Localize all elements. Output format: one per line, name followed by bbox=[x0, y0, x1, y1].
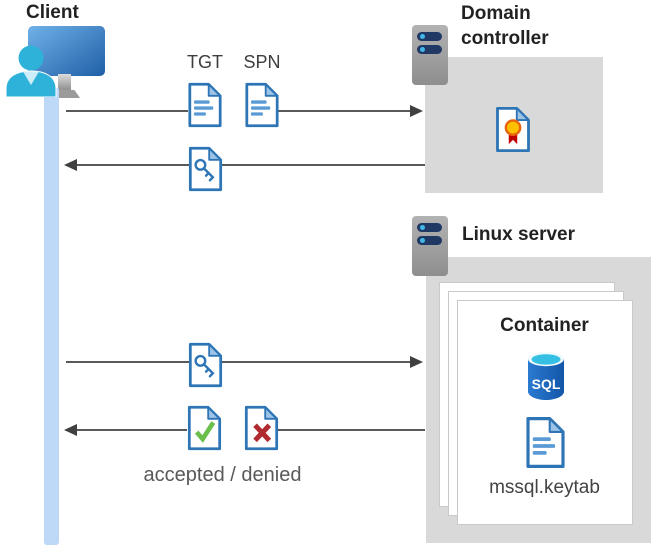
arrow-tgt-spn-line-left bbox=[66, 110, 188, 112]
arrow-tgt-spn-head bbox=[410, 105, 423, 117]
accepted-denied-label: accepted / denied bbox=[143, 464, 302, 486]
keytab-document-icon bbox=[524, 416, 567, 469]
tgt-document-icon bbox=[186, 82, 224, 128]
spn-document-icon bbox=[243, 82, 281, 128]
server-led bbox=[419, 225, 425, 230]
arrow-ticket-return-line bbox=[77, 164, 425, 166]
arrow-result-line-right bbox=[278, 429, 425, 431]
monitor-stand bbox=[58, 74, 71, 91]
tgt-label: TGT bbox=[187, 52, 223, 72]
server-led bbox=[419, 238, 425, 243]
client-timeline-bar bbox=[44, 88, 59, 545]
check-document-icon bbox=[186, 405, 223, 451]
monitor-stand-base bbox=[49, 90, 80, 98]
user-icon bbox=[5, 45, 57, 97]
linux-server-icon bbox=[412, 216, 448, 276]
arrow-result-line-left bbox=[77, 429, 187, 431]
arrow-ticket-send-line bbox=[66, 361, 410, 363]
domain-controller-server-icon bbox=[412, 25, 448, 85]
sql-database-icon: SQL bbox=[528, 351, 564, 400]
server-led bbox=[419, 34, 425, 39]
server-bar bbox=[417, 223, 442, 232]
spn-label: SPN bbox=[243, 52, 281, 72]
client-label: Client bbox=[26, 2, 79, 23]
keytab-label: mssql.keytab bbox=[489, 477, 600, 498]
domain-controller-label: Domain controller bbox=[461, 3, 549, 49]
key-document-icon bbox=[187, 146, 224, 192]
key-document-icon bbox=[187, 342, 224, 388]
server-led bbox=[419, 47, 425, 52]
server-bar bbox=[417, 236, 442, 245]
arrow-tgt-spn-line-right bbox=[277, 110, 410, 112]
server-bar bbox=[417, 45, 442, 54]
arrow-ticket-return-head bbox=[64, 159, 77, 171]
container-label: Container bbox=[500, 315, 589, 336]
container-card: Container SQL mssql.keytab bbox=[457, 300, 633, 525]
sql-badge-text: SQL bbox=[532, 376, 561, 392]
arrow-ticket-send-head bbox=[410, 356, 423, 368]
arrow-result-head bbox=[64, 424, 77, 436]
x-document-icon bbox=[243, 405, 280, 451]
linux-server-label: Linux server bbox=[462, 224, 575, 245]
certificate-document-icon bbox=[493, 106, 533, 153]
server-bar bbox=[417, 32, 442, 41]
